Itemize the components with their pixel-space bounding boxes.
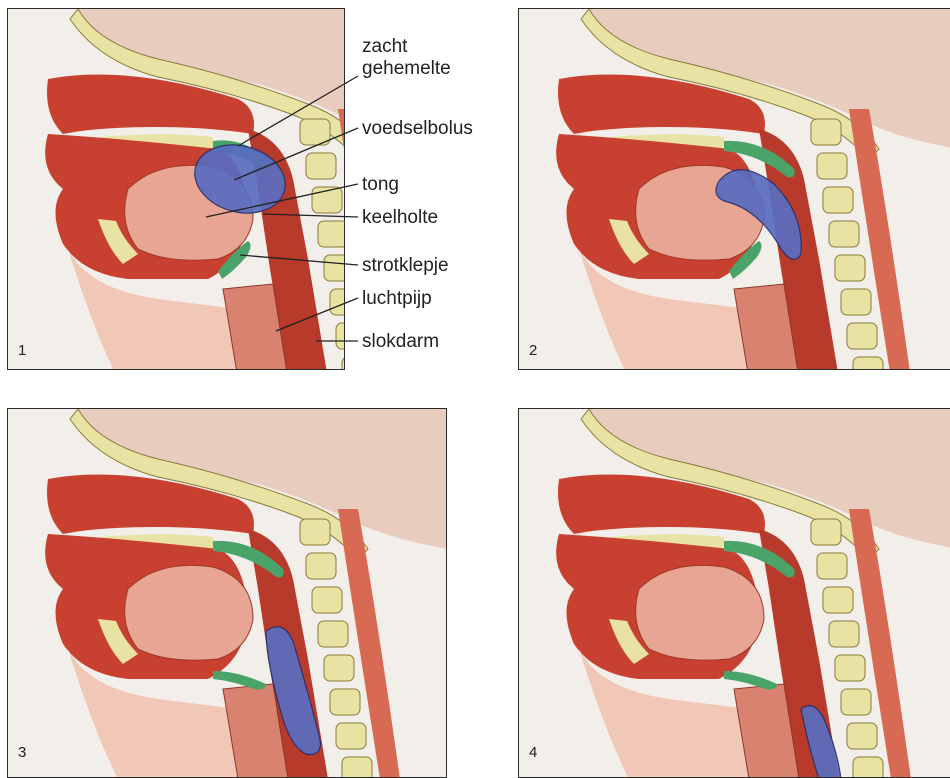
head-cross-section-illustration: [519, 9, 950, 370]
tongue: [125, 565, 253, 660]
vertebra: [318, 621, 348, 647]
vertebra: [829, 221, 859, 247]
label-soft-palate-line2: gehemelte: [362, 58, 451, 80]
label-esophagus: slokdarm: [362, 331, 439, 353]
vertebra: [835, 655, 865, 681]
epiglottis: [724, 671, 777, 689]
vertebra: [312, 187, 342, 213]
panel-4: 4: [518, 408, 950, 778]
vertebra: [306, 553, 336, 579]
vertebra: [841, 689, 871, 715]
vertebra: [312, 587, 342, 613]
vertebra: [841, 289, 871, 315]
vertebra: [324, 255, 345, 281]
vertebra: [342, 757, 372, 778]
vertebra: [300, 519, 330, 545]
label-food-bolus: voedselbolus: [362, 118, 473, 140]
vertebra: [817, 553, 847, 579]
epiglottis: [213, 671, 266, 689]
vertebra: [306, 153, 336, 179]
vertebra: [853, 757, 883, 778]
vertebra: [330, 689, 360, 715]
vertebra: [336, 323, 345, 349]
panel-1: 1: [7, 8, 345, 370]
vertebra: [847, 323, 877, 349]
vertebra: [811, 519, 841, 545]
vertebra: [342, 357, 345, 370]
panel-number: 4: [529, 744, 537, 761]
head-cross-section-illustration: [519, 409, 950, 778]
vertebra: [336, 723, 366, 749]
panel-number: 1: [18, 342, 26, 359]
vertebra: [811, 119, 841, 145]
label-pharynx: keelholte: [362, 207, 438, 229]
vertebra: [324, 655, 354, 681]
vertebra: [853, 357, 883, 370]
vertebra: [823, 587, 853, 613]
vertebra: [300, 119, 330, 145]
label-soft-palate: zacht gehemelte: [362, 36, 451, 80]
vertebra: [823, 187, 853, 213]
label-tongue: tong: [362, 174, 399, 196]
head-cross-section-illustration: [8, 409, 447, 778]
panel-3: 3: [7, 408, 447, 778]
vertebra: [330, 289, 345, 315]
tongue: [636, 565, 764, 660]
label-soft-palate-line1: zacht: [362, 36, 451, 58]
vertebra: [318, 221, 345, 247]
head-cross-section-illustration: [8, 9, 345, 370]
vertebra: [847, 723, 877, 749]
panel-2: 2: [518, 8, 950, 370]
label-trachea: luchtpijp: [362, 288, 432, 310]
vertebra: [835, 255, 865, 281]
label-epiglottis: strotklepje: [362, 255, 449, 277]
vertebra: [829, 621, 859, 647]
panel-number: 2: [529, 342, 537, 359]
panel-number: 3: [18, 744, 26, 761]
vertebra: [817, 153, 847, 179]
